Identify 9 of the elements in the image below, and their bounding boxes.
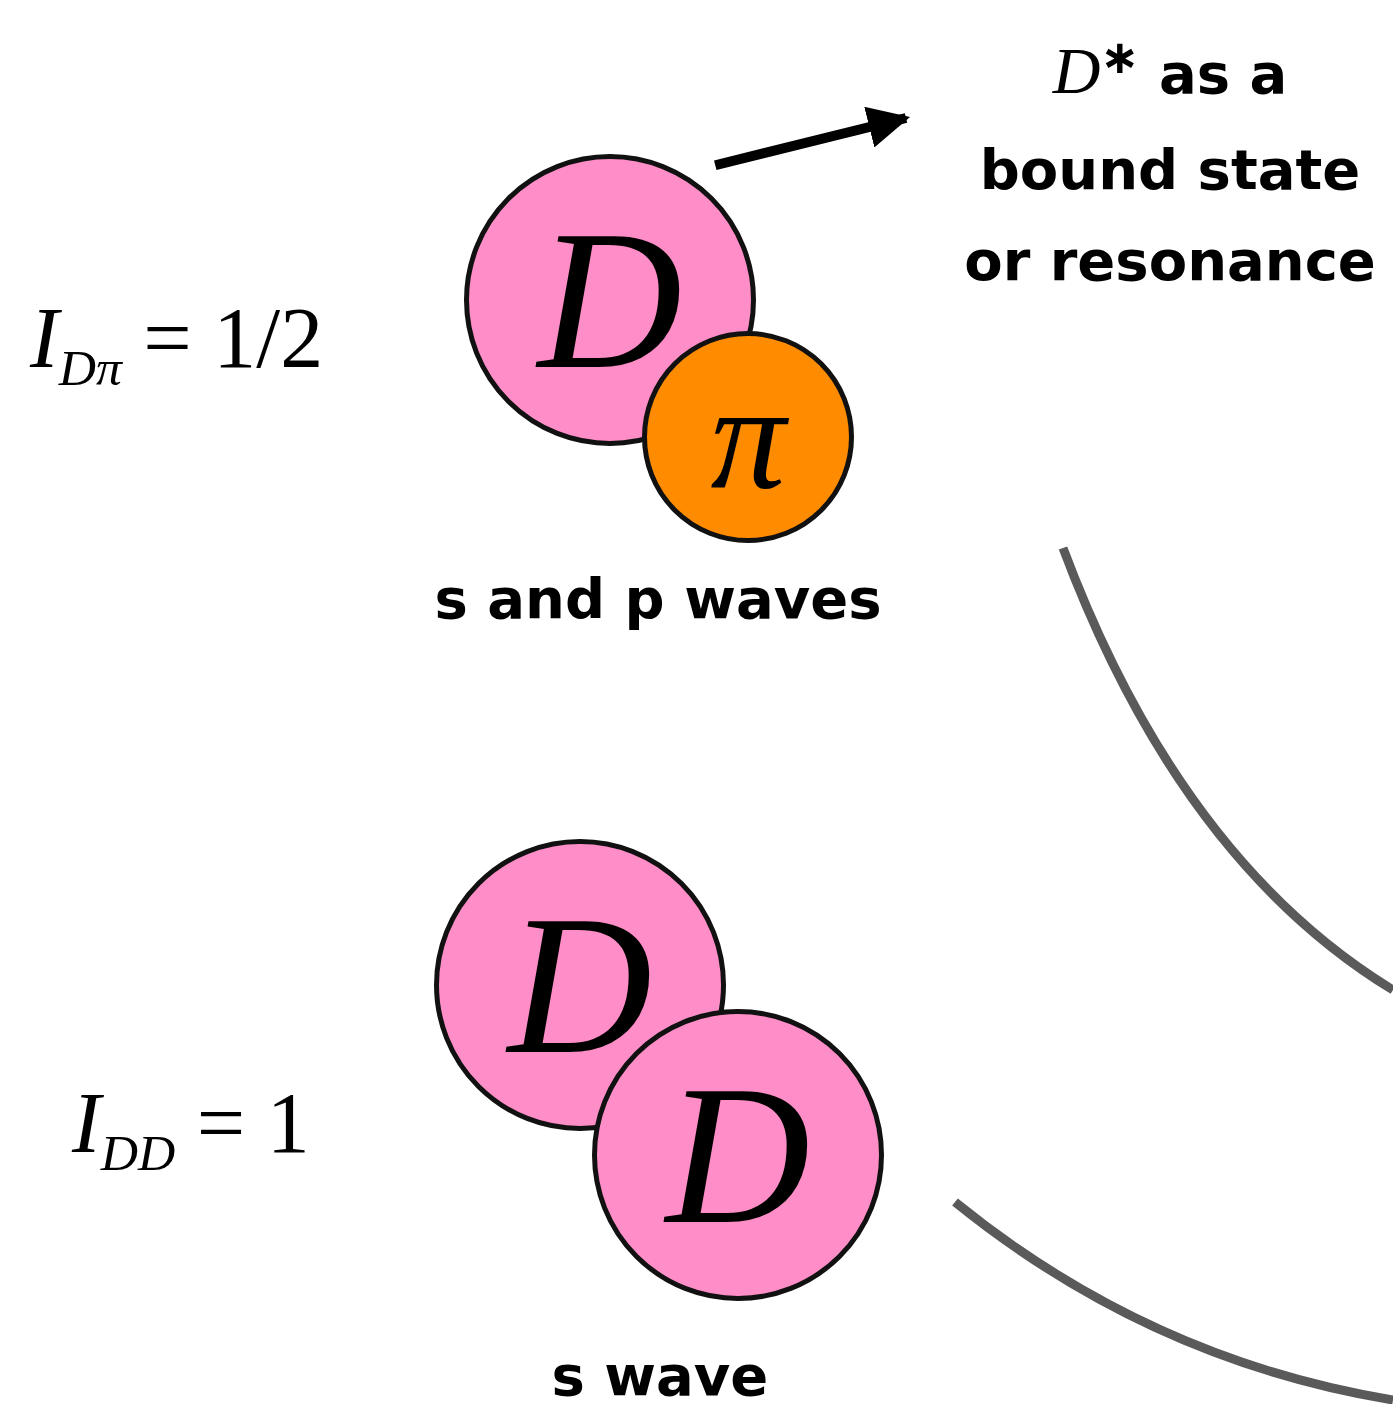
particle-symbol: D [665,1055,811,1255]
isospin-label: I$_{DD}$ = 1 [72,1080,310,1179]
particle-symbol: D [537,200,683,400]
annotation-text: D$^{∗}$ as a bound state or resonance [950,18,1390,307]
particle-symbol: D [507,885,653,1085]
wave-caption: s wave [551,1345,769,1404]
arrow [714,106,911,171]
wave-caption: s and p waves [434,568,882,630]
isospin-label: I$_{Dπ}$ = 1/2 [30,295,324,394]
